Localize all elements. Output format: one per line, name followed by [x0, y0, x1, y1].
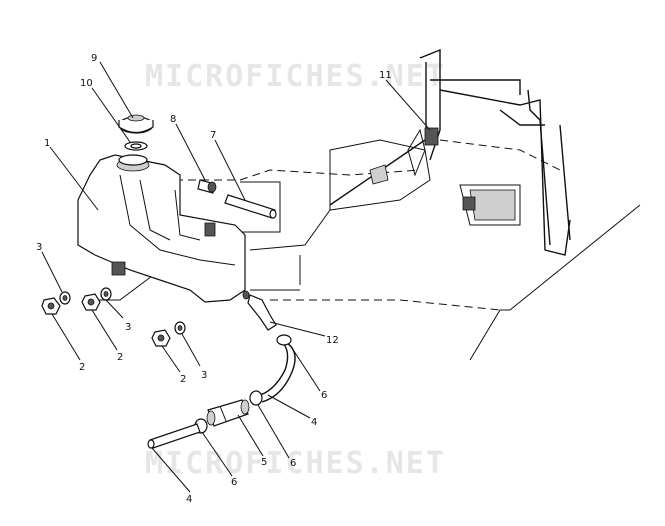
fuel-hose-upper [259, 339, 296, 403]
washer-right [174, 321, 186, 335]
fuel-hose-lower [147, 423, 201, 449]
callout-9: 9 [91, 53, 97, 64]
callout-8: 8 [170, 114, 176, 125]
callout-11: 11 [379, 70, 392, 81]
chassis-frame [249, 48, 641, 361]
callout-7: 7 [210, 130, 216, 141]
callout-3-mid: 3 [125, 322, 131, 333]
callout-labels: 9 10 8 7 1 11 3 3 3 2 2 2 12 6 6 6 4 4 5 [36, 53, 392, 505]
callout-2-right: 2 [180, 374, 186, 385]
fuel-filter [206, 399, 250, 427]
leader-lines [41, 61, 431, 493]
watermark-top: MICROFICHES.NET [145, 59, 446, 94]
callout-2-left: 2 [79, 362, 85, 373]
callout-2-mid: 2 [117, 352, 123, 363]
callout-4-lower: 4 [186, 494, 192, 505]
vent-tube [224, 194, 277, 219]
fuel-fitting-12 [242, 290, 277, 331]
cap-gasket [124, 141, 148, 151]
callout-6-lower: 6 [231, 477, 237, 488]
callout-3-left: 3 [36, 242, 42, 253]
callout-1: 1 [44, 138, 50, 149]
callout-4-upper: 4 [311, 417, 317, 428]
hose-clamp-upper [276, 334, 292, 346]
callout-6-middle: 6 [290, 458, 296, 469]
filler-cap [118, 114, 154, 134]
nut-right [151, 329, 171, 347]
callout-12: 12 [326, 335, 339, 346]
watermark-bottom: MICROFICHES.NET [145, 446, 446, 481]
hose-clamp-middle [249, 390, 263, 406]
callout-3-right: 3 [201, 370, 207, 381]
washer-mid [100, 287, 112, 301]
fitting-11 [407, 127, 439, 177]
callout-10: 10 [80, 78, 93, 89]
fuel-tank [77, 154, 246, 303]
nut-left [41, 297, 61, 315]
nut-mid [81, 293, 101, 311]
vent-fitting [197, 179, 217, 194]
washer-left [59, 291, 71, 305]
callout-5: 5 [261, 457, 267, 468]
linkage-rod [329, 139, 426, 206]
callout-6-upper: 6 [321, 390, 327, 401]
